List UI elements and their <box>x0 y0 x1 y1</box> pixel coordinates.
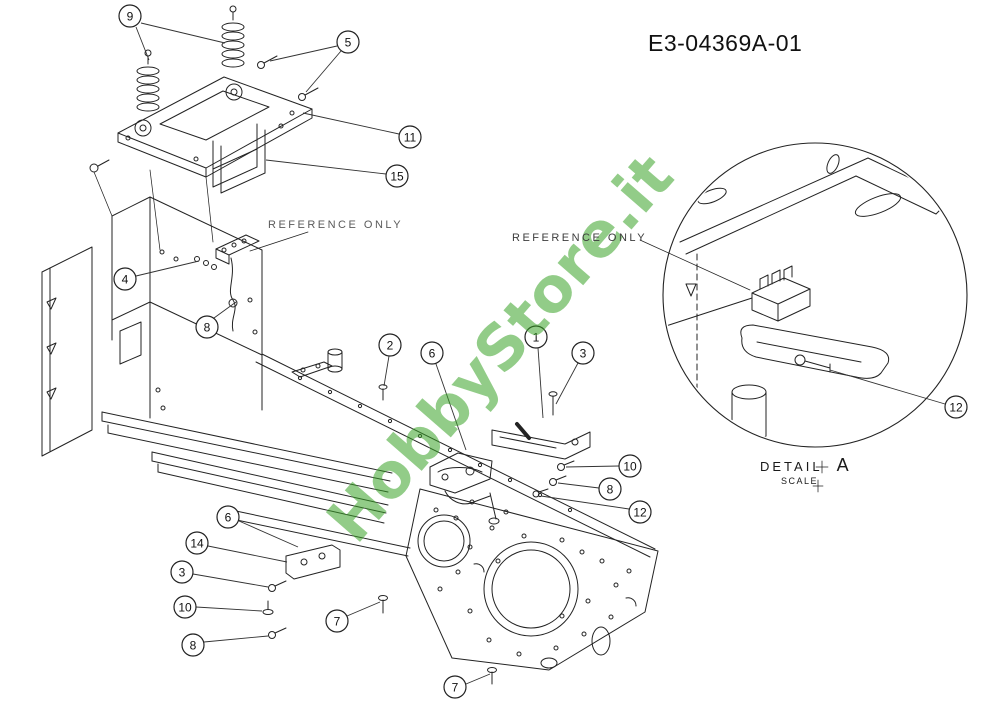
callout-7[interactable]: 7 <box>325 609 349 633</box>
callout-11[interactable]: 11 <box>398 125 422 149</box>
seat-plate-assembly <box>93 76 313 251</box>
leader-line <box>305 50 342 93</box>
svg-text:15: 15 <box>390 170 404 184</box>
callout-6[interactable]: 6 <box>216 505 240 529</box>
svg-text:6: 6 <box>429 347 436 361</box>
callout-3[interactable]: 3 <box>571 341 595 365</box>
svg-text:8: 8 <box>190 639 197 653</box>
leader-line <box>140 22 226 44</box>
leader-line <box>435 363 467 451</box>
svg-text:12: 12 <box>949 401 963 415</box>
leader-line <box>207 545 288 563</box>
leader-line <box>829 369 946 405</box>
callout-6[interactable]: 6 <box>420 341 444 365</box>
leader-line <box>557 482 600 489</box>
reference-only-label-left: REFERENCE ONLY <box>268 219 404 231</box>
svg-text:5: 5 <box>345 36 352 50</box>
callout-8[interactable]: 8 <box>195 315 219 339</box>
callout-2[interactable]: 2 <box>378 333 402 357</box>
svg-text:14: 14 <box>190 537 204 551</box>
svg-text:7: 7 <box>334 615 341 629</box>
callout-5[interactable]: 5 <box>336 30 360 54</box>
leader-line <box>265 159 387 175</box>
leader-line <box>238 520 299 548</box>
leader-line <box>192 573 269 588</box>
leader-line <box>346 601 381 617</box>
dash-tower-panel <box>41 196 263 457</box>
frame-rails <box>101 348 656 558</box>
detail-view-circle <box>662 142 968 493</box>
scale-label: SCALE <box>781 476 819 486</box>
front-bracket-parts <box>262 544 497 685</box>
svg-text:9: 9 <box>127 10 134 24</box>
leader-line <box>302 112 400 135</box>
callout-8[interactable]: 8 <box>598 477 622 501</box>
detail-label: DETAIL A <box>760 455 849 476</box>
leader-line <box>537 347 544 419</box>
svg-text:4: 4 <box>122 273 129 287</box>
reference-leaders <box>249 231 751 291</box>
leader-line <box>540 495 630 510</box>
svg-text:7: 7 <box>452 681 459 695</box>
callout-15[interactable]: 15 <box>385 164 409 188</box>
svg-text:1: 1 <box>533 331 540 345</box>
frame-floor-pan <box>405 488 659 671</box>
detail-letter: A <box>836 455 849 475</box>
svg-text:10: 10 <box>623 460 637 474</box>
callout-layer: 9 5 11 15 4 8 2 6 1 3 10 8 12 6 14 3 10 8 7 7 12 <box>113 4 968 699</box>
callout-9[interactable]: 9 <box>118 4 142 28</box>
svg-text:10: 10 <box>178 601 192 615</box>
leader-line <box>269 45 338 62</box>
callout-12[interactable]: 12 <box>628 500 652 524</box>
callout-14[interactable]: 14 <box>185 531 209 555</box>
svg-text:8: 8 <box>607 483 614 497</box>
leader-line <box>195 606 263 612</box>
callout-10[interactable]: 10 <box>618 454 642 478</box>
callout-7[interactable]: 7 <box>443 675 467 699</box>
svg-text:12: 12 <box>633 506 647 520</box>
callout-1[interactable]: 1 <box>524 325 548 349</box>
svg-text:2: 2 <box>387 339 394 353</box>
detail-word: DETAIL <box>760 459 823 474</box>
leader-line <box>213 301 237 319</box>
callout-10[interactable]: 10 <box>173 595 197 619</box>
plate-screws <box>89 55 319 173</box>
leader-line <box>135 26 150 61</box>
reference-only-label-right: REFERENCE ONLY <box>512 232 648 244</box>
drawing-number: E3-04369A-01 <box>648 30 803 56</box>
leader-line <box>565 465 620 468</box>
svg-text:6: 6 <box>225 511 232 525</box>
callout-8[interactable]: 8 <box>181 633 205 657</box>
callout-12[interactable]: 12 <box>944 395 968 419</box>
svg-text:11: 11 <box>404 131 417 145</box>
svg-text:8: 8 <box>204 321 211 335</box>
svg-text:3: 3 <box>179 566 186 580</box>
leader-line <box>383 355 390 387</box>
svg-text:3: 3 <box>580 347 587 361</box>
seat-latch-parts <box>429 391 591 525</box>
callout-3[interactable]: 3 <box>170 560 194 584</box>
leader-line <box>465 673 491 685</box>
leader-line <box>555 362 579 405</box>
callout-4[interactable]: 4 <box>113 267 137 291</box>
seat-springs <box>136 5 245 112</box>
leader-line <box>135 260 200 277</box>
leader-line <box>203 635 269 643</box>
